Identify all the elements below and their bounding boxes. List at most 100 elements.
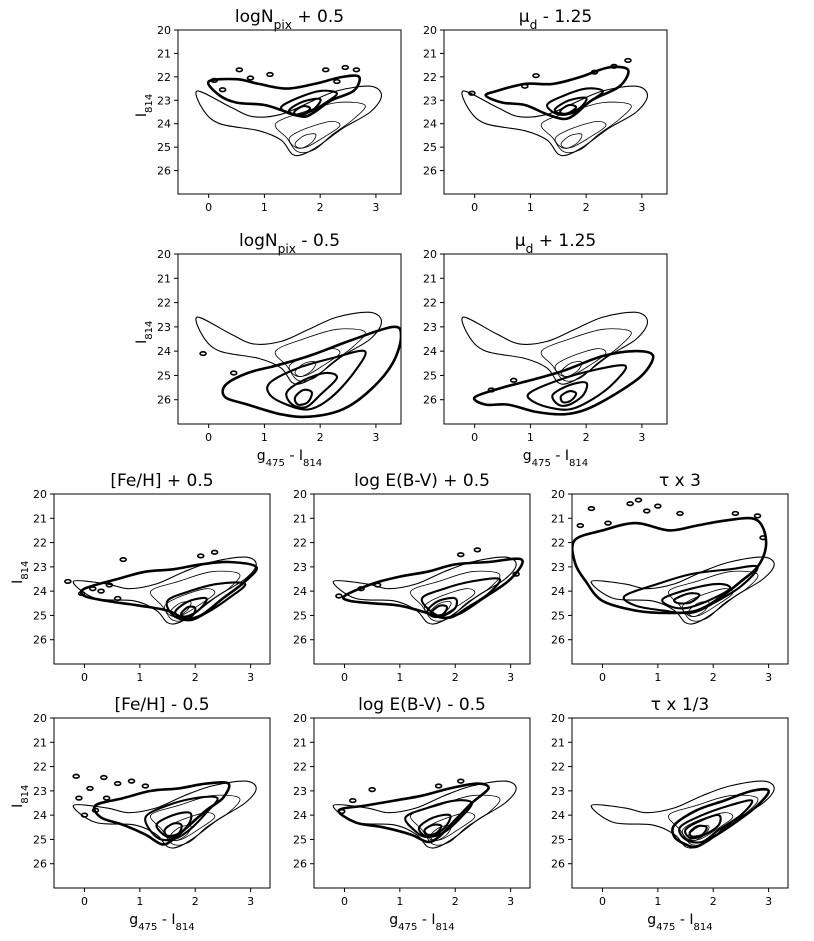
reference-contour (560, 133, 583, 149)
x-axis-label-part: - I (285, 448, 303, 464)
y-axis-label: I814 (134, 94, 155, 117)
y-tick-label: 25 (33, 609, 47, 622)
x-tick-label: 2 (317, 201, 324, 214)
model-contour (673, 592, 701, 605)
model-contour-island (373, 582, 382, 588)
model-contour (155, 811, 193, 839)
x-tick-label: 2 (583, 201, 590, 214)
y-tick-label: 20 (33, 488, 47, 501)
model-contour-island (512, 571, 520, 577)
model-contour-island (587, 505, 596, 512)
model-contour-island (731, 510, 740, 517)
model-contour (165, 581, 247, 622)
plot-area (332, 778, 517, 849)
x-tick-label: 3 (507, 895, 514, 908)
y-tick-label: 20 (551, 712, 565, 725)
y-tick-label: 24 (293, 585, 307, 598)
panel-title-part: μ (519, 7, 530, 27)
model-contour-island (456, 778, 465, 784)
y-tick-label: 21 (551, 512, 565, 525)
y-tick-label: 26 (157, 165, 171, 178)
model-contour-island (352, 67, 361, 73)
x-axis-label: g475 - I814 (647, 912, 712, 933)
x-tick-label: 3 (638, 431, 645, 444)
model-contour-island (626, 501, 634, 507)
x-tick-label: 0 (341, 895, 348, 908)
x-tick-label: 2 (452, 895, 459, 908)
y-tick-label: 23 (157, 94, 171, 107)
x-axis-label-part: - I (417, 912, 435, 928)
axes-frame (313, 717, 531, 889)
model-contour (420, 577, 502, 620)
panel-title-part: log E(B-V) + 0.5 (354, 471, 490, 491)
y-axis-label: I814 (10, 785, 31, 808)
x-tick-label: 0 (471, 431, 478, 444)
y-axis-label-sub: 814 (20, 785, 31, 804)
y-tick-label: 20 (157, 248, 171, 261)
panel-title-sub: pix (274, 18, 292, 32)
reference-contour (294, 133, 317, 149)
y-tick-label: 20 (423, 248, 437, 261)
x-tick-label: 2 (583, 431, 590, 444)
reference-contour (150, 570, 241, 622)
axes-frame (177, 253, 402, 425)
model-contour (79, 560, 258, 620)
model-contour-island (80, 812, 89, 818)
model-contour (163, 822, 183, 837)
plot-area (590, 780, 775, 849)
x-tick-label: 3 (247, 895, 254, 908)
model-contour-island (753, 513, 762, 519)
model-contour (661, 582, 732, 610)
x-tick-label: 1 (527, 201, 534, 214)
plot-area (572, 497, 775, 625)
x-axis-label: g475 - I814 (257, 448, 322, 469)
y-tick-label: 22 (33, 761, 47, 774)
panel-title: τ x 1/3 (651, 695, 709, 715)
x-axis-label-part: - I (675, 912, 693, 928)
y-tick-label: 23 (423, 321, 437, 334)
panel-title-part: τ x 1/3 (651, 695, 709, 715)
y-tick-label: 25 (293, 833, 307, 846)
x-tick-label: 3 (507, 671, 514, 684)
model-contour-island (624, 57, 632, 64)
model-contour-island (487, 387, 496, 393)
reference-contour (540, 101, 632, 154)
y-tick-label: 21 (423, 47, 437, 60)
y-tick-label: 21 (157, 272, 171, 285)
model-contour-island (456, 552, 465, 558)
reference-contour (590, 780, 775, 849)
model-contour (671, 788, 770, 849)
model-contour-island (199, 350, 207, 357)
x-tick-label: 2 (317, 431, 324, 444)
x-axis-label-sub: 475 (532, 458, 551, 469)
x-tick-label: 0 (341, 671, 348, 684)
model-contour-island (321, 67, 330, 73)
y-tick-label: 21 (293, 736, 307, 749)
x-tick-label: 0 (205, 201, 212, 214)
y-tick-label: 25 (423, 369, 437, 382)
y-tick-label: 21 (551, 736, 565, 749)
y-tick-label: 22 (551, 537, 565, 550)
model-contour-island (72, 773, 80, 779)
x-tick-label: 3 (372, 431, 379, 444)
axes-frame (443, 29, 668, 195)
model-contour-island (604, 520, 612, 526)
x-tick-label: 3 (638, 201, 645, 214)
y-tick-label: 23 (551, 561, 565, 574)
x-axis-label: g475 - I814 (523, 448, 588, 469)
model-contour-island (532, 73, 540, 79)
model-contour-island (348, 797, 357, 804)
x-tick-label: 0 (471, 201, 478, 214)
reference-contour (554, 120, 607, 149)
x-tick-label: 2 (710, 671, 717, 684)
axes-frame (53, 717, 271, 889)
panel-title-part: log E(B-V) - 0.5 (358, 695, 486, 715)
model-contour-island (576, 522, 585, 529)
model-contour-island (88, 586, 97, 592)
model-contour-island (218, 87, 227, 93)
x-tick-label: 1 (136, 895, 143, 908)
y-tick-label: 23 (423, 94, 437, 107)
